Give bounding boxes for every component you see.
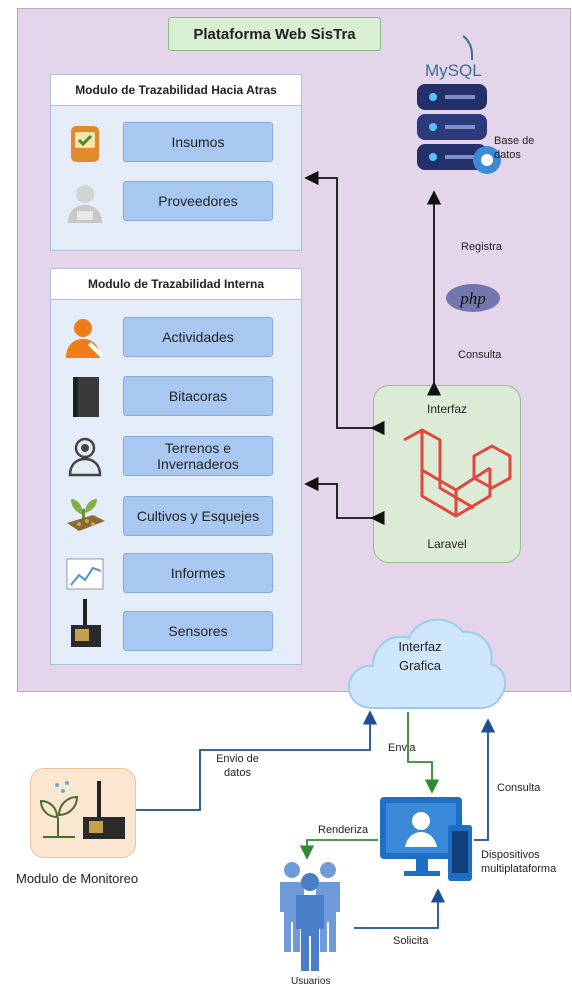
module-internal-title: Modulo de Trazabilidad Interna (51, 269, 301, 300)
consulta-connector (474, 718, 496, 841)
renderiza-label: Renderiza (318, 824, 369, 836)
mysql-brand-text: MySQL (425, 61, 482, 80)
monitoring-device-icon (39, 781, 125, 839)
activity-person-icon (66, 319, 103, 358)
monitoring-module-label: Modulo de Monitoreo (16, 871, 139, 886)
cloud-label: Interfaz Grafica (398, 639, 442, 673)
solicita-label: Solicita (393, 935, 429, 947)
supplies-icon (71, 126, 99, 162)
laravel-logo-icon (403, 428, 512, 518)
consulta-db-label: Consulta (458, 349, 502, 361)
laravel-interface-box: Interfaz Laravel (373, 385, 521, 563)
actividades-button[interactable]: Actividades (123, 317, 273, 357)
platform-title: Plataforma Web SisTra (168, 17, 381, 51)
sensores-button[interactable]: Sensores (123, 611, 273, 651)
cultivos-button[interactable]: Cultivos y Esquejes (123, 496, 273, 536)
solicita-connector (354, 888, 446, 929)
module-backward-title: Modulo de Trazabilidad Hacia Atras (51, 75, 301, 106)
proveedores-button[interactable]: Proveedores (123, 181, 273, 221)
envio-datos-label: Envio de datos (216, 753, 259, 779)
multiplatform-devices-icon (380, 797, 472, 881)
greenhouse-person-icon (68, 437, 102, 477)
insumos-button[interactable]: Insumos (123, 122, 273, 162)
database-label: Base de datos (494, 135, 535, 161)
informes-button[interactable]: Informes (123, 553, 273, 593)
laravel-top-label: Interfaz (426, 402, 468, 416)
module-backward-traceability: Modulo de Trazabilidad Hacia Atras Insum… (50, 74, 302, 251)
sensor-board-icon (71, 599, 101, 647)
consulta-cloud-label: Consulta (497, 782, 541, 794)
devices-label: Dispositivos multiplataforma (481, 849, 557, 875)
laravel-bottom-label: Laravel (427, 537, 467, 551)
report-chart-icon (66, 558, 104, 590)
registra-label: Registra (461, 241, 502, 253)
monitoring-module-box (30, 768, 136, 858)
envia-label: Envia (388, 742, 416, 754)
crop-seedling-icon (67, 499, 105, 531)
logbook-icon (73, 377, 99, 417)
php-logo-icon: php (446, 284, 500, 312)
module-internal-traceability: Modulo de Trazabilidad Interna Actividad… (50, 268, 302, 665)
terrenos-button[interactable]: Terrenos e Invernaderos (123, 436, 273, 476)
users-label: Usuarios (291, 976, 331, 987)
bitacoras-button[interactable]: Bitacoras (123, 376, 273, 416)
users-group-icon (280, 862, 340, 971)
supplier-person-icon (68, 185, 102, 223)
mysql-database-icon: MySQL (417, 35, 501, 174)
php-logo-text: php (459, 289, 486, 308)
cloud-icon (348, 618, 507, 709)
renderiza-connector (299, 839, 378, 860)
